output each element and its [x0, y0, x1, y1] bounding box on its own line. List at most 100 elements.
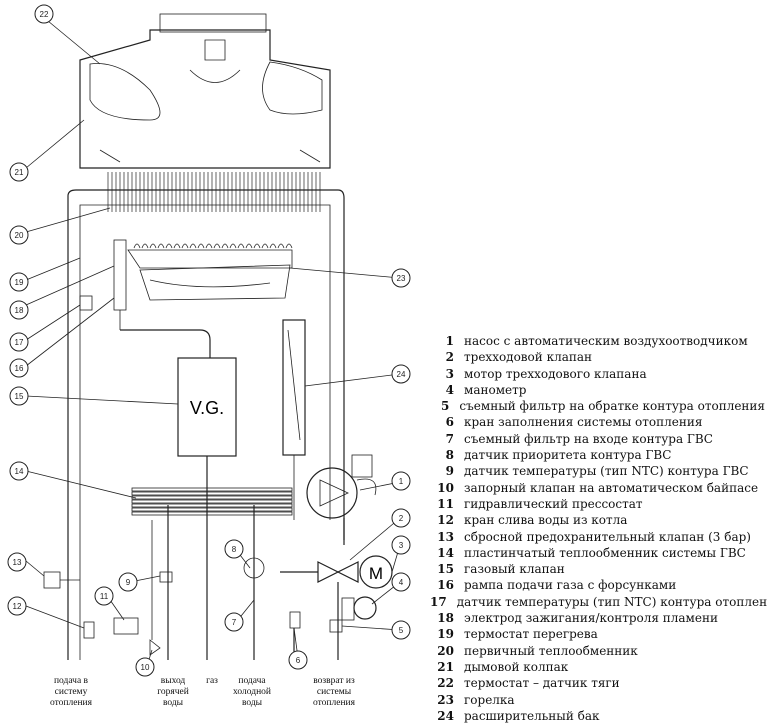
legend-text: датчик температуры (тип NTC) контура ото…: [456, 594, 767, 609]
dhw-priority-sensor: [243, 557, 265, 579]
callout-23: 23: [391, 268, 411, 288]
leader-lines: [25, 20, 401, 667]
svg-text:4: 4: [399, 578, 404, 587]
legend-text: термостат – датчик тяги: [464, 676, 620, 691]
legend-text: трехходовой клапан: [464, 350, 593, 365]
callout-14: 14: [9, 461, 29, 481]
callout-1: 1: [391, 471, 411, 491]
svg-text:11: 11: [100, 592, 109, 601]
legend-row: 8 датчик приоритета контура ГВС: [430, 448, 765, 464]
svg-text:13: 13: [13, 558, 22, 567]
legend-number: 1: [445, 334, 454, 348]
callout-12: 12: [7, 596, 27, 616]
callout-10: 10: [135, 657, 155, 677]
callout-8: 8: [224, 539, 244, 559]
legend-number: 22: [437, 676, 454, 691]
return-filter: [329, 619, 343, 633]
air-vent: [351, 454, 373, 478]
legend-number: 18: [437, 611, 454, 626]
svg-text:8: 8: [232, 545, 237, 554]
legend-row: 15 газовый клапан: [430, 562, 765, 578]
callout-19: 19: [9, 272, 29, 292]
legend-row: 14 пластинчатый теплообменник системы ГВ…: [430, 546, 765, 562]
legend-text: газовый клапан: [464, 562, 565, 577]
callout-6: 6: [288, 650, 308, 670]
legend-number: 14: [437, 545, 454, 560]
svg-text:19: 19: [15, 278, 24, 287]
legend-number: 10: [437, 480, 454, 495]
callout-22: 22: [34, 4, 54, 24]
svg-text:5: 5: [399, 626, 404, 635]
legend-number: 2: [445, 350, 454, 365]
safety-valve: [43, 571, 61, 589]
svg-text:1: 1: [399, 477, 404, 486]
legend-number: 21: [437, 659, 454, 674]
legend-number: 6: [445, 415, 454, 430]
svg-text:9: 9: [126, 578, 131, 587]
callout-9: 9: [118, 572, 138, 592]
legend-text: запорный клапан на автоматическом байпас…: [464, 480, 759, 495]
callout-24: 24: [391, 364, 411, 384]
legend-text: кран слива воды из котла: [464, 513, 628, 528]
gas-valve-label: V.G.: [190, 398, 224, 418]
svg-text:16: 16: [15, 364, 24, 373]
legend-number: 5: [441, 399, 450, 414]
legend-number: 13: [437, 529, 454, 544]
svg-text:12: 12: [13, 602, 22, 611]
legend-row: 6 кран заполнения системы отопления: [430, 415, 765, 431]
callout-13: 13: [7, 552, 27, 572]
callout-2: 2: [391, 508, 411, 528]
legend-row: 13 сбросной предохранительный клапан (3 …: [430, 530, 765, 546]
svg-text:15: 15: [15, 392, 24, 401]
legend-text: мотор трехходового клапана: [464, 366, 647, 381]
legend-text: съемный фильтр на входе контура ГВС: [464, 431, 713, 446]
callout-17: 17: [9, 332, 29, 352]
ntc-sensor-heating: [79, 295, 93, 311]
pressure-switch: [113, 617, 139, 635]
callout-18: 18: [9, 300, 29, 320]
legend-text: датчик приоритета контура ГВС: [464, 448, 672, 463]
legend-number: 19: [437, 627, 454, 642]
svg-text:18: 18: [15, 306, 24, 315]
legend-text: датчик температуры (тип NTC) контура ГВС: [464, 464, 749, 479]
legend-number: 16: [437, 578, 454, 593]
legend-number: 9: [445, 464, 454, 479]
legend-number: 4: [445, 382, 454, 397]
casing-pipe: [67, 189, 345, 660]
legend-number: 24: [437, 708, 454, 723]
legend-text: кран заполнения системы отопления: [464, 415, 703, 430]
svg-text:20: 20: [15, 231, 24, 240]
label-gas: газ: [206, 676, 218, 686]
drain-valve: [83, 621, 95, 639]
legend-text: первичный теплообменник: [464, 643, 638, 658]
callout-3: 3: [391, 535, 411, 555]
flue-hood: [79, 13, 331, 169]
callout-5: 5: [391, 620, 411, 640]
callout-20: 20: [9, 225, 29, 245]
inner-pipe: [79, 204, 331, 660]
legend-row: 10 запорный клапан на автоматическом байп…: [430, 481, 765, 497]
svg-text:7: 7: [232, 618, 237, 627]
svg-text:22: 22: [40, 10, 49, 19]
legend-number: 3: [445, 366, 454, 381]
callout-7: 7: [224, 612, 244, 632]
legend-number: 7: [445, 431, 454, 446]
plate-heat-exchanger: [131, 487, 293, 516]
valve-motor-label: M: [369, 564, 383, 583]
svg-text:23: 23: [397, 274, 406, 283]
legend-number: 23: [437, 692, 454, 707]
legend-number: 8: [445, 448, 454, 463]
burner: [127, 243, 293, 301]
legend-number: 11: [437, 496, 454, 511]
